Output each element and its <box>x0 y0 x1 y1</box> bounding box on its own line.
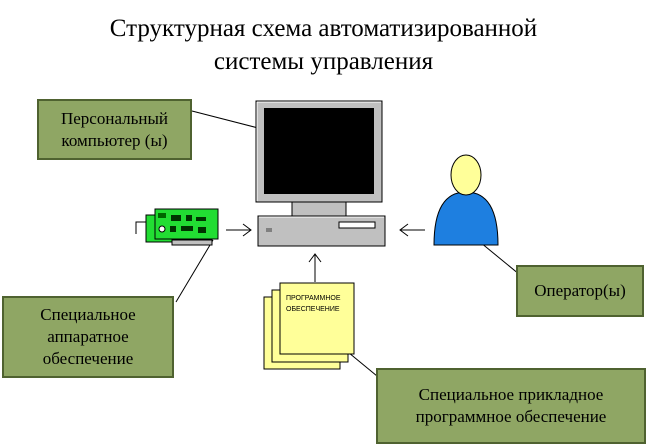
operator-label: Оператор(ы) <box>534 281 626 300</box>
hardware-connector-line <box>175 239 214 303</box>
power-led <box>266 228 272 232</box>
operator-body <box>433 191 499 246</box>
monitor-stand <box>291 201 347 217</box>
software-label-line-1: Специальное прикладное <box>418 385 604 404</box>
pc-label-line-2: компьютер (ы) <box>61 130 168 150</box>
board-connector <box>171 239 213 246</box>
arrow-software-to-pc <box>308 253 322 282</box>
document-text-line-1: ПРОГРАММНОЕ <box>286 295 341 302</box>
document-front-page <box>279 282 355 355</box>
hardware-label-line-3: обеспечение <box>42 349 134 368</box>
label-operator: Оператор(ы) <box>516 265 644 317</box>
software-label-line-2: программное обеспечение <box>415 407 607 426</box>
operator-head <box>450 154 482 196</box>
label-personal-computer: Персональный компьютер (ы) <box>37 99 192 160</box>
monitor-screen <box>264 108 374 194</box>
title-line-2: системы управления <box>213 48 434 75</box>
label-special-hardware: Специальное аппаратное обеспечение <box>2 296 174 378</box>
pc-connector-line <box>191 110 263 130</box>
pc-label-line-1: Персональный <box>60 108 168 128</box>
hardware-label-line-2: аппаратное <box>47 327 129 346</box>
arrow-operator-to-pc <box>399 223 425 237</box>
system-unit <box>257 215 386 247</box>
document-text-line-2: ОБЕСПЕЧЕНИЕ <box>286 306 340 313</box>
arrow-hardware-to-pc <box>226 223 252 237</box>
title-line-1: Структурная схема автоматизированной <box>109 15 538 42</box>
diagram-title: Структурная схема автоматизированной сис… <box>0 12 647 78</box>
disk-drive-slot <box>338 221 376 229</box>
software-document-icon: ПРОГРАММНОЕ ОБЕСПЕЧЕНИЕ <box>263 282 355 370</box>
hardware-board-icon <box>135 208 219 246</box>
label-special-software: Специальное прикладное программное обесп… <box>376 368 646 444</box>
hardware-label-line-1: Специальное <box>40 305 136 324</box>
computer-icon <box>255 100 386 247</box>
operator-icon <box>433 154 499 246</box>
